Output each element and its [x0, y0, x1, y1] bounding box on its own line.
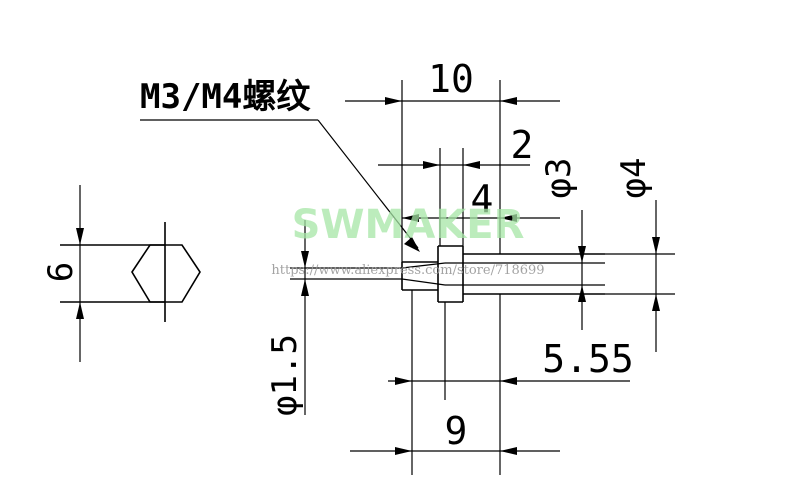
extension-lines [401, 80, 501, 475]
dim-10-lines [345, 97, 560, 105]
dim-9-lines [350, 447, 560, 455]
hex-view [60, 185, 201, 362]
dim-2-lines [378, 161, 530, 169]
watermark-brand: SWMAKER [292, 202, 525, 248]
dim-9: 9 [445, 409, 468, 453]
dim-hex-6: 6 [41, 262, 81, 282]
dim-phi4-lines [652, 200, 660, 352]
dim-4: 4 [471, 177, 494, 221]
dim-phi3-lines [578, 210, 586, 330]
dim-10: 10 [428, 57, 474, 101]
thread-label: M3/M4螺纹 [140, 77, 311, 117]
dim-5-55: 5.55 [542, 337, 634, 381]
dim-phi1-5-lines [301, 220, 309, 415]
dim-5-55-lines [388, 377, 630, 385]
dim-phi3: φ3 [539, 158, 579, 199]
thread-leader [140, 119, 420, 252]
dim-phi4: φ4 [614, 158, 654, 199]
dim-2: 2 [511, 123, 534, 167]
dim-phi1-5: φ1.5 [265, 334, 305, 416]
dim-4-lines [402, 214, 560, 222]
watermark-url: https://www.aliexpress.com/store/718699 [271, 263, 544, 278]
